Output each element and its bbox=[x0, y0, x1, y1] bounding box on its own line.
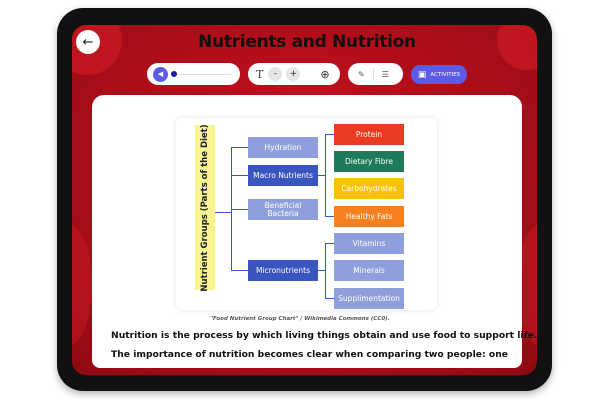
node-healthy-fats: Healthy Fats bbox=[334, 206, 404, 227]
node-protein: Protein bbox=[334, 124, 404, 145]
node-supplimentation: Supplimentation bbox=[334, 288, 404, 309]
group-beneficial-bacteria: Beneficial Bacteria bbox=[248, 199, 318, 220]
play-audio-button[interactable]: ◀ bbox=[153, 66, 168, 82]
group-macro-nutrients: Macro Nutrients bbox=[248, 165, 318, 186]
body-paragraph: Nutrition is the process by which living… bbox=[111, 330, 538, 341]
pen-icon[interactable]: ✎ bbox=[358, 69, 365, 79]
connector bbox=[325, 243, 326, 298]
connector bbox=[325, 243, 334, 244]
connector bbox=[325, 134, 326, 217]
text-tools: T - + ⊕ bbox=[248, 63, 340, 85]
activities-button[interactable]: ▣ ACTIVITIES bbox=[411, 65, 467, 84]
text-size-icon: T bbox=[256, 67, 264, 81]
monitor-check-icon: ▣ bbox=[417, 69, 427, 80]
group-hydration: Hydration bbox=[248, 137, 318, 158]
page-title: Nutrients and Nutrition bbox=[198, 32, 416, 52]
node-minerals: Minerals bbox=[334, 260, 404, 281]
node-vitamins: Vitamins bbox=[334, 233, 404, 254]
arrow-left-icon: ← bbox=[82, 34, 94, 50]
connector bbox=[215, 212, 232, 213]
diagram-root-label: Nutrient Groups (Parts of the Diet) bbox=[195, 123, 215, 292]
divider bbox=[372, 68, 374, 80]
connector bbox=[231, 209, 248, 210]
connector bbox=[231, 175, 248, 176]
connector bbox=[325, 134, 334, 135]
globe-icon[interactable]: ⊕ bbox=[320, 67, 330, 81]
slider-handle[interactable] bbox=[171, 71, 177, 77]
plus-label: + bbox=[289, 69, 298, 79]
root-text: Nutrient Groups (Parts of the Diet) bbox=[200, 123, 210, 292]
connector bbox=[325, 298, 334, 299]
annotation-tools: ✎ ☰ bbox=[348, 63, 403, 85]
node-carbohydrates: Carbohydrates bbox=[334, 178, 404, 199]
audio-player: ◀ bbox=[147, 63, 240, 85]
connector bbox=[318, 175, 326, 176]
back-button[interactable]: ← bbox=[76, 30, 100, 54]
group-micronutrients: Micronutrients bbox=[248, 260, 318, 281]
audio-slider[interactable] bbox=[171, 71, 231, 77]
connector bbox=[318, 270, 326, 271]
connector bbox=[231, 270, 248, 271]
list-icon[interactable]: ☰ bbox=[381, 69, 389, 79]
body-paragraph: The importance of nutrition becomes clea… bbox=[111, 349, 508, 360]
minus-label: - bbox=[273, 69, 277, 79]
connector bbox=[325, 216, 334, 217]
connector bbox=[231, 147, 248, 148]
speaker-icon: ◀ bbox=[157, 70, 164, 78]
increase-text-button[interactable]: + bbox=[286, 67, 301, 81]
image-caption: "Food Nutrient Group Chart" / Wikimedia … bbox=[210, 316, 390, 322]
node-dietary-fibre: Dietary Fibre bbox=[334, 151, 404, 172]
activities-label: ACTIVITIES bbox=[430, 71, 461, 78]
decrease-text-button[interactable]: - bbox=[268, 67, 283, 81]
